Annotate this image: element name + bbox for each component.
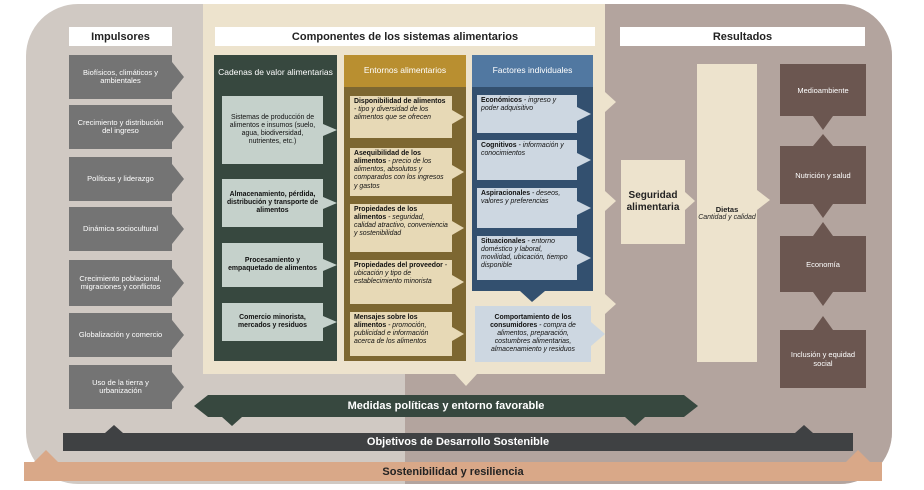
environment-availability: Disponibilidad de alimentos - tipo y div… bbox=[350, 96, 452, 138]
result-inclusion: Inclusión y equidad social bbox=[780, 330, 866, 388]
individual-aspirational: Aspiracionales - deseos, valores y prefe… bbox=[477, 188, 577, 228]
consumer-behaviour: Comportamiento de los consumidores - com… bbox=[475, 306, 591, 362]
environment-messages: Mensajes sobre los alimentos - promoción… bbox=[350, 312, 452, 356]
driver-politics: Políticas y liderazgo bbox=[69, 157, 172, 201]
policy-band-tabs bbox=[222, 417, 645, 426]
result-nutrition-health: Nutrición y salud bbox=[780, 146, 866, 204]
sdg-band-label: Objetivos de Desarrollo Sostenible bbox=[366, 436, 550, 448]
sdg-band-tabs bbox=[105, 425, 813, 433]
value-chains-title: Cadenas de valor alimentarias bbox=[218, 67, 333, 78]
components-down-arrow bbox=[455, 374, 477, 386]
environment-food-properties: Propiedades de los alimentos - seguridad… bbox=[350, 204, 452, 252]
diets-title: Dietas bbox=[715, 205, 739, 214]
environment-affordability: Asequibilidad de los alimentos - precio … bbox=[350, 148, 452, 196]
driver-globalization: Globalización y comercio bbox=[69, 313, 172, 357]
sustainability-band-tabs bbox=[34, 450, 870, 462]
value-chain-retail: Comercio minorista, mercados y residuos bbox=[222, 303, 323, 341]
value-chain-card-arrows bbox=[323, 124, 337, 328]
driver-land-use: Uso de la tierra y urbanización bbox=[69, 365, 172, 409]
results-header: Resultados bbox=[620, 27, 865, 46]
result-arrows bbox=[813, 116, 833, 330]
driver-arrows bbox=[172, 62, 184, 402]
components-header: Componentes de los sistemas alimentarios bbox=[215, 27, 595, 46]
environments-title: Entornos alimentarios bbox=[344, 55, 466, 87]
value-chain-production: Sistemas de producción de alimentos e in… bbox=[222, 96, 323, 164]
individual-factors-title: Factores individuales bbox=[472, 55, 593, 87]
individual-card-arrows bbox=[577, 107, 605, 346]
individual-situational: Situacionales - entorno doméstico y labo… bbox=[477, 236, 577, 280]
sustainability-band-label: Sostenibilidad y resiliencia bbox=[382, 465, 524, 478]
policy-band-label: Medidas políticas y entorno favorable bbox=[347, 400, 545, 412]
result-environment: Medioambiente bbox=[780, 64, 866, 116]
result-economy: Economía bbox=[780, 236, 866, 292]
security-to-diets-arrow bbox=[685, 192, 695, 210]
individual-to-consumer-arrow bbox=[520, 291, 545, 302]
sdg-band-shape bbox=[63, 433, 853, 451]
food-security-box: Seguridad alimentaria bbox=[621, 160, 685, 244]
driver-income: Crecimiento y distribución del ingreso bbox=[69, 105, 172, 149]
driver-biophysical: Biofísicos, climáticos y ambientales bbox=[69, 55, 172, 99]
driver-sociocultural: Dinámica sociocultural bbox=[69, 207, 172, 251]
driver-population: Crecimiento poblacional, migraciones y c… bbox=[69, 260, 172, 306]
value-chain-processing: Procesamiento y empaquetado de alimentos bbox=[222, 243, 323, 287]
environment-card-arrows bbox=[452, 110, 464, 341]
individual-cognitive: Cognitivos - información y conocimientos bbox=[477, 140, 577, 180]
policy-band-shape bbox=[194, 395, 698, 417]
diets-to-results-arrow bbox=[757, 190, 770, 210]
value-chain-storage: Almacenamiento, pérdida, distribución y … bbox=[222, 179, 323, 227]
drivers-header: Impulsores bbox=[69, 27, 172, 46]
sustainability-band-shape bbox=[24, 462, 882, 481]
component-to-security-arrows bbox=[605, 92, 616, 314]
diets-subtitle: Cantidad y calidad bbox=[698, 214, 756, 221]
diets-box: Dietas Cantidad y calidad bbox=[697, 64, 757, 362]
individual-economic: Económicos - ingreso y poder adquisitivo bbox=[477, 95, 577, 133]
environment-vendor-properties: Propiedades del proveedor - ubicación y … bbox=[350, 260, 452, 304]
